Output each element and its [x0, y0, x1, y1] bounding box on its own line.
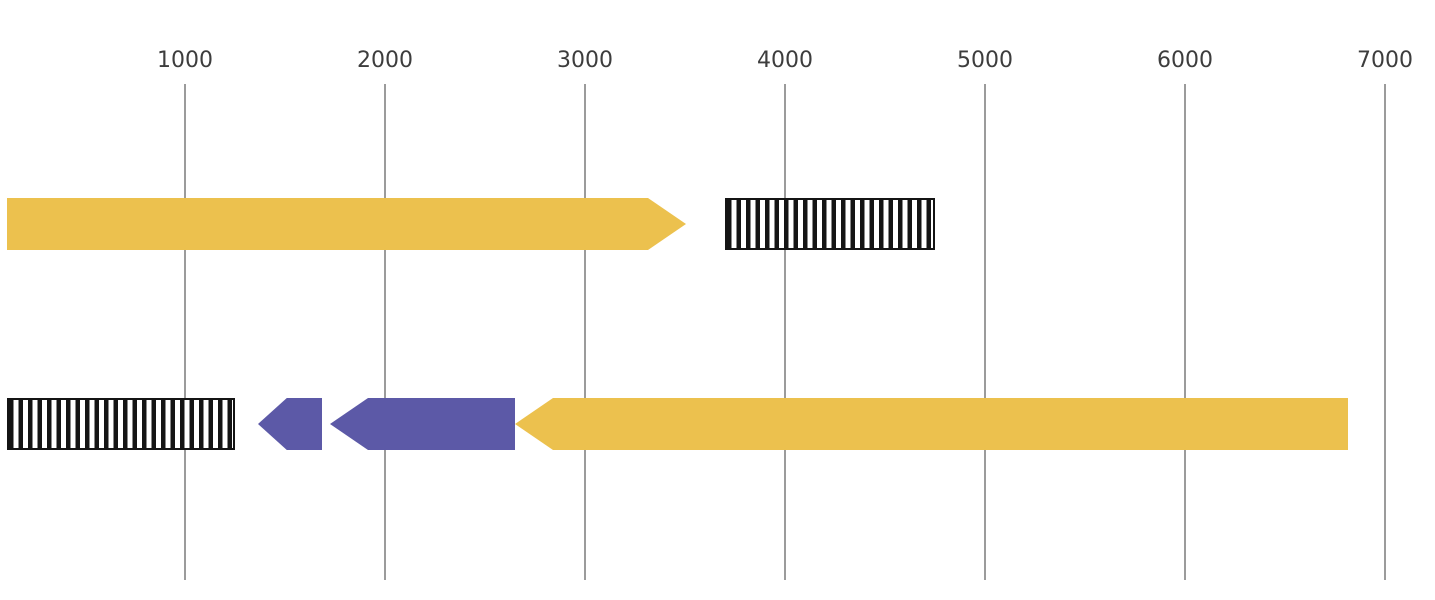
gridline — [184, 84, 186, 580]
x-tick-label: 7000 — [1357, 48, 1413, 73]
x-tick-label: 1000 — [157, 48, 213, 73]
gridline — [384, 84, 386, 580]
x-tick-label: 5000 — [957, 48, 1013, 73]
gridline — [584, 84, 586, 580]
gene-arrow-reverse — [258, 398, 322, 450]
gene-arrow-reverse — [515, 398, 1348, 450]
gridline — [984, 84, 986, 580]
x-tick-label: 4000 — [757, 48, 813, 73]
gene-arrow-forward — [7, 198, 686, 250]
hatched-box — [7, 398, 235, 450]
x-tick-label: 2000 — [357, 48, 413, 73]
gridline — [1384, 84, 1386, 580]
gridline — [784, 84, 786, 580]
gridline — [1184, 84, 1186, 580]
gene-arrow-reverse — [330, 398, 515, 450]
x-tick-label: 3000 — [557, 48, 613, 73]
x-tick-label: 6000 — [1157, 48, 1213, 73]
hatched-box — [725, 198, 935, 250]
